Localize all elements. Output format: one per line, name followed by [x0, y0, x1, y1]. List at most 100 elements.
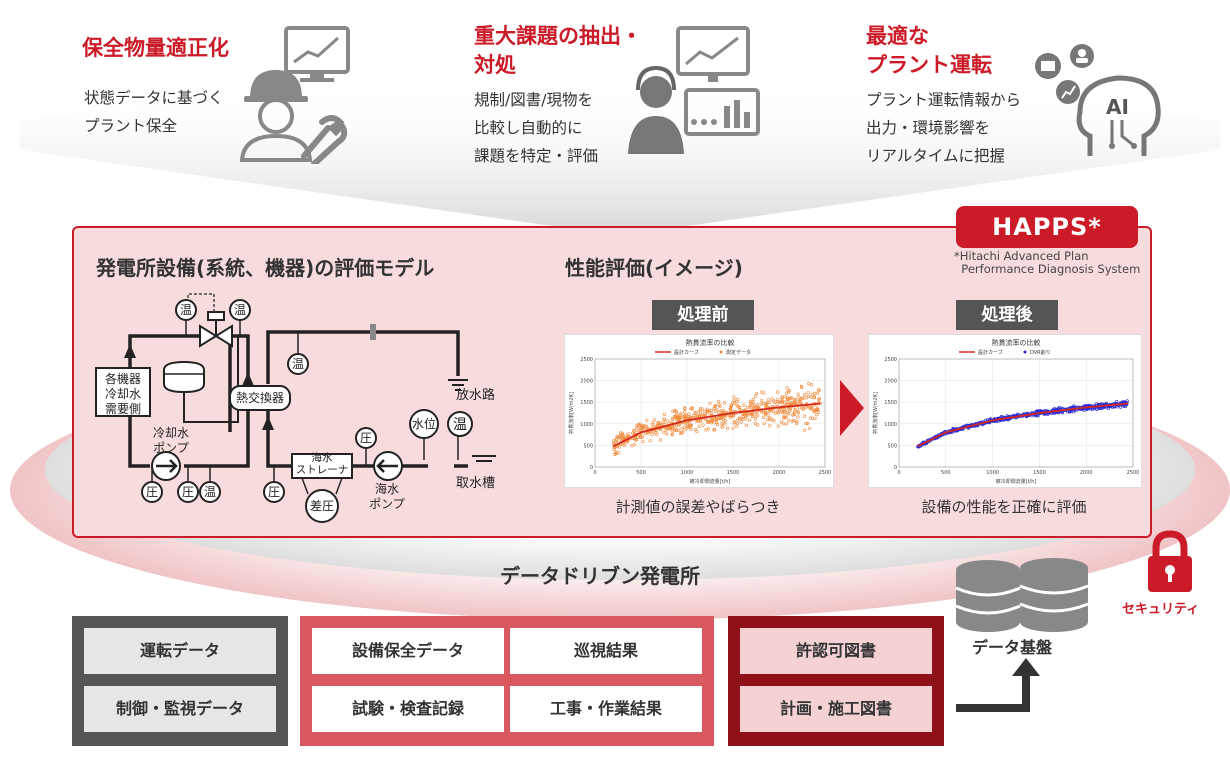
- data-point: [689, 407, 693, 411]
- data-point: [1067, 410, 1071, 414]
- maintenance-data-box: 設備保全データ: [312, 628, 504, 674]
- data-point: [716, 417, 720, 421]
- data-point: [725, 426, 730, 431]
- data-point: [1057, 405, 1062, 410]
- data-point: [776, 390, 780, 394]
- sea-pump-label: 海水 ポンプ: [369, 482, 405, 511]
- data-point: [747, 418, 751, 422]
- temp-label: 温: [204, 485, 216, 499]
- design-curve: [917, 402, 1129, 448]
- data-point: [807, 394, 811, 399]
- feature-critical-issue: 重大課題の抽出・ 対処 規制/図書/現物を 比較し自動的に 課題を特定・評価: [474, 22, 674, 172]
- data-point: [611, 439, 616, 443]
- data-point: [754, 391, 759, 395]
- press-label: 圧: [182, 485, 194, 499]
- data-point: [717, 399, 721, 403]
- happs-badge: HAPPS*: [956, 206, 1138, 248]
- data-base-label: データ基盤: [972, 638, 1053, 657]
- data-point: [808, 406, 812, 410]
- data-point: [1115, 399, 1119, 404]
- data-point: [810, 383, 814, 387]
- data-point: [761, 401, 765, 405]
- data-point: [1052, 406, 1056, 410]
- y-tick-label: 1000: [884, 422, 897, 428]
- legend-label: 設計カーブ: [674, 349, 699, 356]
- data-point: [812, 408, 816, 412]
- operation-data-box: 運転データ: [84, 628, 276, 674]
- after-tag: 処理後: [956, 300, 1058, 330]
- before-caption: 計測値の誤差やばらつき: [615, 498, 781, 516]
- data-point: [717, 410, 721, 414]
- data-point: [788, 407, 793, 411]
- data-point: [713, 427, 717, 432]
- y-tick-label: 0: [894, 465, 897, 471]
- data-point: [650, 432, 654, 437]
- data-point: [762, 391, 766, 395]
- data-point: [709, 420, 713, 425]
- data-point: [646, 431, 650, 435]
- data-point: [638, 428, 642, 432]
- data-point: [770, 418, 774, 422]
- data-point: [689, 427, 693, 431]
- y-tick-label: 1500: [580, 400, 593, 406]
- x-tick-label: 500: [636, 470, 646, 476]
- legend-point-swatch: [1023, 350, 1027, 354]
- data-point: [796, 411, 800, 415]
- data-point: [815, 412, 819, 417]
- data-point: [746, 405, 750, 409]
- data-point: [735, 418, 739, 422]
- data-point: [804, 421, 808, 426]
- data-point: [689, 423, 693, 427]
- data-point: [704, 428, 708, 432]
- performance-title: 性能評価(イメージ): [565, 256, 743, 280]
- data-point: [630, 444, 634, 448]
- data-point: [683, 407, 687, 411]
- data-point: [788, 396, 792, 401]
- data-point: [622, 443, 627, 447]
- data-point: [754, 405, 758, 409]
- ai-head-icon: AI: [1035, 44, 1161, 156]
- data-point: [793, 400, 797, 404]
- chart-title: 熱貫流率の比較: [686, 338, 735, 347]
- feature-title: 最適な プラント運転: [866, 24, 992, 77]
- data-point: [632, 428, 636, 433]
- x-tick-label: 500: [941, 470, 951, 476]
- data-point: [796, 392, 800, 396]
- data-point: [626, 432, 630, 436]
- data-point: [696, 413, 700, 418]
- data-point: [790, 396, 794, 400]
- data-point: [679, 431, 683, 436]
- data-point: [683, 415, 687, 419]
- legend-label: 測定データ: [726, 349, 751, 356]
- data-point: [776, 424, 780, 428]
- data-point: [682, 425, 687, 429]
- data-point: [796, 415, 800, 419]
- x-tick-label: 1500: [727, 470, 740, 476]
- data-point: [782, 414, 786, 418]
- feature-desc: 状態データに基づく プラント保全: [84, 89, 224, 135]
- data-point: [670, 426, 675, 430]
- data-point: [811, 393, 815, 397]
- security-label: セキュリティ: [1122, 602, 1200, 617]
- data-point: [780, 396, 784, 400]
- press-label: 圧: [146, 485, 158, 499]
- data-point: [784, 391, 789, 395]
- chart-title: 熱貫流率の比較: [992, 338, 1041, 347]
- data-point: [774, 411, 778, 415]
- data-point: [765, 401, 769, 405]
- data-point: [676, 428, 681, 432]
- feature-title: 重大課題の抽出・ 対処: [474, 24, 642, 77]
- x-tick-label: 1000: [681, 470, 694, 476]
- data-point: [775, 397, 779, 401]
- data-point: [651, 420, 655, 424]
- temp-label: 温: [453, 417, 467, 433]
- data-point: [771, 409, 776, 414]
- data-point: [701, 423, 705, 427]
- data-point: [780, 400, 785, 405]
- temp-label: 温: [292, 357, 304, 371]
- data-point: [795, 419, 799, 424]
- temp-label: 温: [234, 303, 246, 317]
- data-point: [762, 421, 766, 425]
- data-point: [707, 409, 711, 413]
